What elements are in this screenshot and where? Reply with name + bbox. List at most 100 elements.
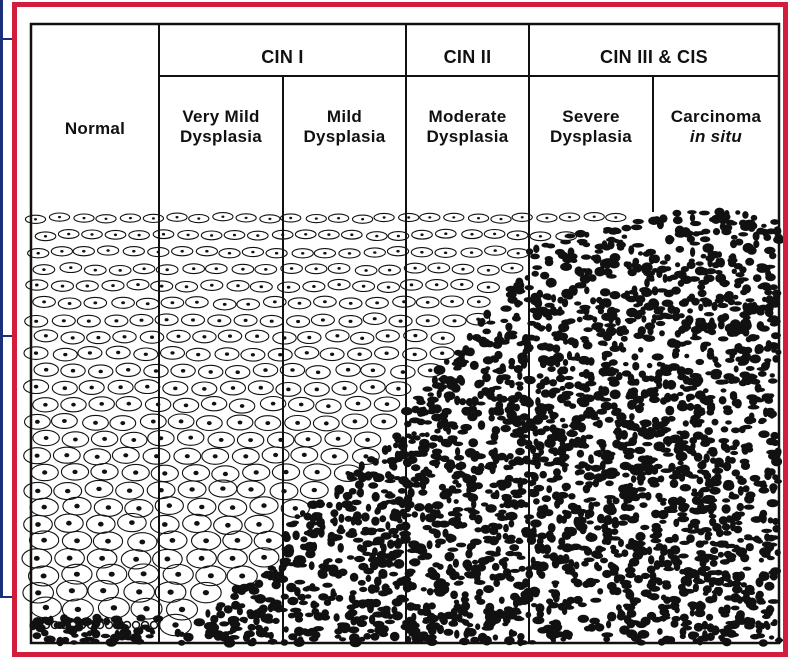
atypical-nucleus [767,499,779,507]
atypical-nucleus [330,509,338,517]
atypical-nucleus [567,597,576,604]
cell-nucleus [44,436,49,440]
atypical-nucleus [569,423,581,428]
atypical-nucleus [454,515,461,523]
atypical-nucleus [710,541,716,546]
atypical-nucleus [595,249,604,254]
cell-nucleus [278,353,282,356]
atypical-nucleus [311,603,317,607]
atypical-nucleus [439,375,448,384]
atypical-nucleus [690,415,699,421]
atypical-nucleus [544,438,556,448]
atypical-nucleus [517,633,524,641]
atypical-nucleus [533,498,540,504]
atypical-nucleus [583,327,592,332]
atypical-nucleus [533,453,542,458]
atypical-nucleus [703,592,709,596]
atypical-nucleus [771,621,777,626]
atypical-nucleus [290,608,301,613]
atypical-nucleus [439,484,446,491]
cell-nucleus [230,505,235,510]
atypical-nucleus [553,475,563,481]
atypical-nucleus [412,406,420,413]
atypical-nucleus [507,296,517,304]
atypical-nucleus [663,313,670,319]
atypical-nucleus [688,632,699,639]
atypical-nucleus [737,596,743,603]
atypical-nucleus [635,532,645,541]
cell-nucleus [109,572,115,577]
atypical-nucleus [715,270,723,274]
cell-nucleus [315,388,319,392]
atypical-nucleus [743,567,752,571]
atypical-nucleus [575,230,586,238]
atypical-nucleus [732,322,742,332]
atypical-nucleus [387,563,396,567]
atypical-nucleus [623,362,629,366]
atypical-nucleus [703,245,711,253]
cell-nucleus [203,590,209,595]
atypical-nucleus [549,379,557,386]
atypical-nucleus [689,259,695,263]
atypical-nucleus [707,623,715,632]
cell-nucleus [67,556,73,561]
cell-nucleus [254,470,259,474]
atypical-nucleus [737,277,749,281]
cell-nucleus [143,606,149,611]
atypical-nucleus [292,531,299,541]
atypical-nucleus [627,388,633,398]
cell-nucleus [428,369,432,373]
atypical-nucleus [596,565,603,571]
cell-nucleus [312,285,316,288]
atypical-nucleus [512,315,521,321]
atypical-nucleus [224,605,233,613]
atypical-nucleus [593,391,603,401]
cell-nucleus [225,523,231,528]
atypical-nucleus [769,342,777,347]
atypical-nucleus [612,517,619,526]
atypical-nucleus [403,580,413,589]
stage-label-mild-line2: Dysplasia [283,127,406,147]
cell-nucleus [123,335,127,338]
atypical-nucleus [307,501,315,509]
atypical-nucleus [136,615,145,622]
cell-nucleus [118,385,122,389]
cell-nucleus [58,216,61,218]
atypical-nucleus [455,581,464,586]
atypical-nucleus [724,224,733,231]
atypical-nucleus [33,632,42,639]
atypical-nucleus [657,220,664,229]
atypical-nucleus [562,543,574,552]
cell-nucleus [225,352,229,355]
atypical-nucleus [688,276,700,282]
cell-nucleus [568,216,571,218]
cell-nucleus [407,216,410,218]
atypical-nucleus [635,295,645,303]
atypical-nucleus [422,619,430,624]
atypical-nucleus [638,326,646,335]
atypical-nucleus [489,536,499,545]
cell-nucleus [177,335,181,338]
atypical-nucleus [381,543,387,553]
atypical-nucleus [492,369,503,373]
atypical-nucleus [485,603,494,613]
atypical-nucleus [466,348,475,357]
cell-nucleus [181,369,185,373]
atypical-nucleus [723,373,734,380]
cell-nucleus [298,302,302,305]
atypical-nucleus [701,342,711,347]
cell-nucleus [373,317,377,320]
atypical-nucleus [493,634,498,640]
atypical-nucleus [757,263,768,268]
atypical-nucleus [448,568,455,573]
atypical-nucleus [594,450,603,456]
atypical-nucleus [326,502,333,508]
atypical-nucleus [741,425,752,429]
atypical-nucleus [678,280,685,287]
atypical-nucleus [577,239,588,244]
atypical-nucleus [574,301,581,305]
atypical-nucleus [732,548,739,552]
atypical-nucleus [768,517,774,523]
atypical-nucleus [472,560,478,565]
atypical-nucleus [602,353,607,361]
